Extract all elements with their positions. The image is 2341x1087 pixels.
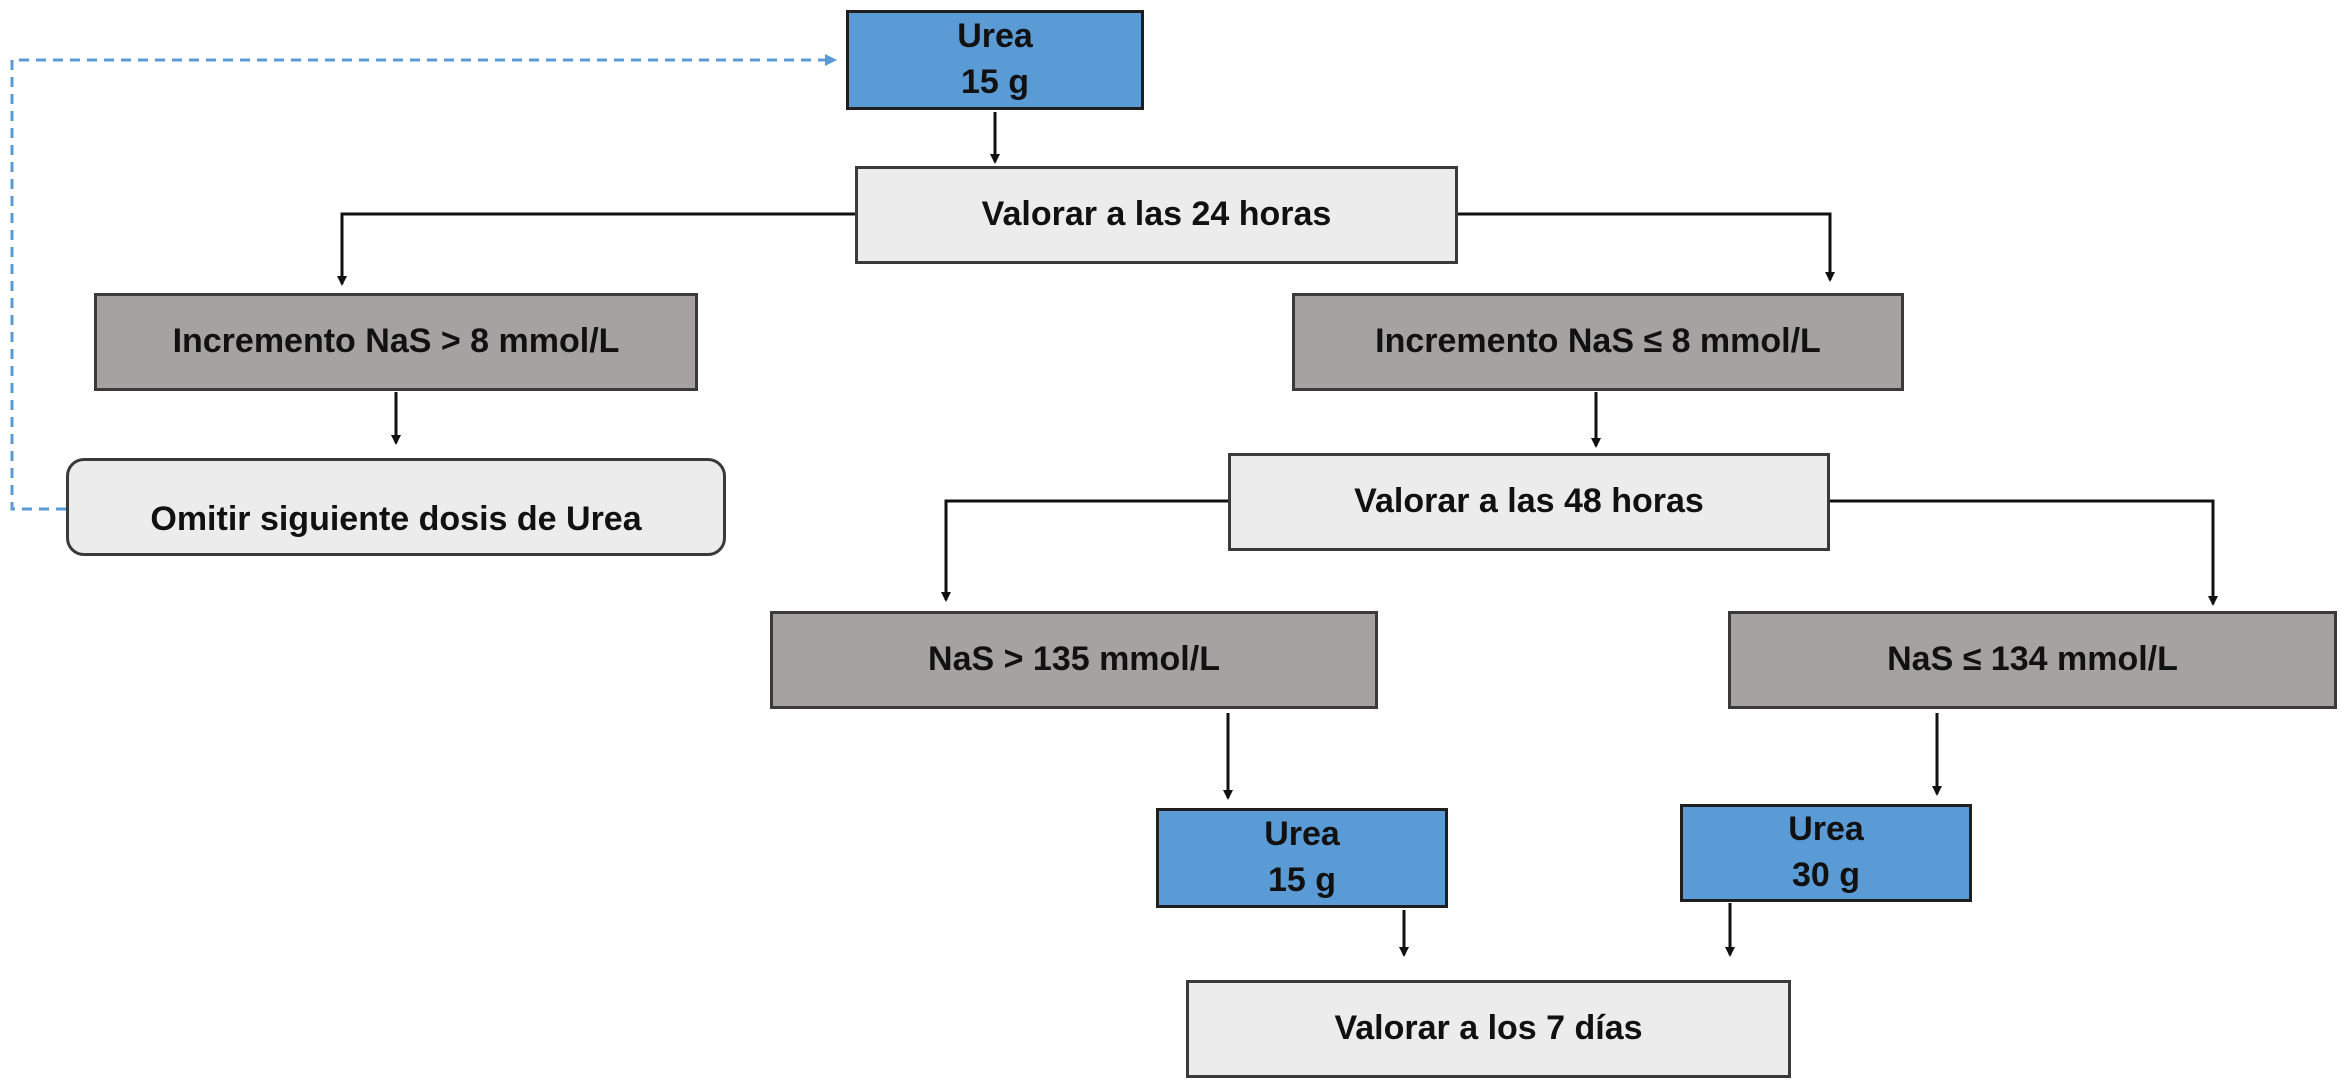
- omit-dose-label: Omitir siguiente dosis de Urea: [150, 500, 642, 539]
- feedback-arrow-omit-to-urea: [10, 54, 837, 511]
- assess-48h-label: Valorar a las 48 horas: [1354, 482, 1704, 521]
- arrow-24h-to-increase-le8: [1456, 212, 1835, 282]
- nas-gt135-box: NaS > 135 mmol/L: [770, 611, 1378, 709]
- urea-30-label: Urea: [1788, 810, 1864, 849]
- urea-15-dose: 15 g: [1267, 861, 1337, 899]
- urea-start-box: Urea 15 g: [846, 10, 1144, 110]
- urea-start-label: Urea: [957, 17, 1033, 56]
- assess-7d-box: Valorar a los 7 días: [1186, 980, 1791, 1078]
- arrow-48h-to-nas-gt135: [941, 499, 1228, 602]
- increase-gt8-label: Incremento NaS > 8 mmol/L: [172, 322, 620, 361]
- urea-15-box: Urea 15 g: [1156, 808, 1448, 908]
- arrow-24h-to-increase-gt8: [337, 212, 856, 286]
- increase-gt8-box: Incremento NaS > 8 mmol/L: [94, 293, 698, 391]
- urea-start-dose: 15 g: [960, 63, 1030, 101]
- assess-48h-box: Valorar a las 48 horas: [1228, 453, 1830, 551]
- arrow-48h-to-nas-le134: [1830, 499, 2218, 606]
- assess-7d-label: Valorar a los 7 días: [1334, 1009, 1643, 1048]
- increase-le8-label: Incremento NaS ≤ 8 mmol/L: [1375, 322, 1821, 361]
- urea-30-box: Urea 30 g: [1680, 804, 1972, 902]
- assess-24h-label: Valorar a las 24 horas: [981, 195, 1332, 234]
- urea-15-label: Urea: [1264, 815, 1340, 854]
- nas-le134-box: NaS ≤ 134 mmol/L: [1728, 611, 2337, 709]
- nas-gt135-label: NaS > 135 mmol/L: [928, 640, 1220, 679]
- assess-24h-box: Valorar a las 24 horas: [855, 166, 1458, 264]
- nas-le134-label: NaS ≤ 134 mmol/L: [1887, 640, 2178, 679]
- increase-le8-box: Incremento NaS ≤ 8 mmol/L: [1292, 293, 1904, 391]
- omit-dose-box: Omitir siguiente dosis de Urea: [66, 458, 726, 556]
- urea-30-dose: 30 g: [1791, 856, 1861, 894]
